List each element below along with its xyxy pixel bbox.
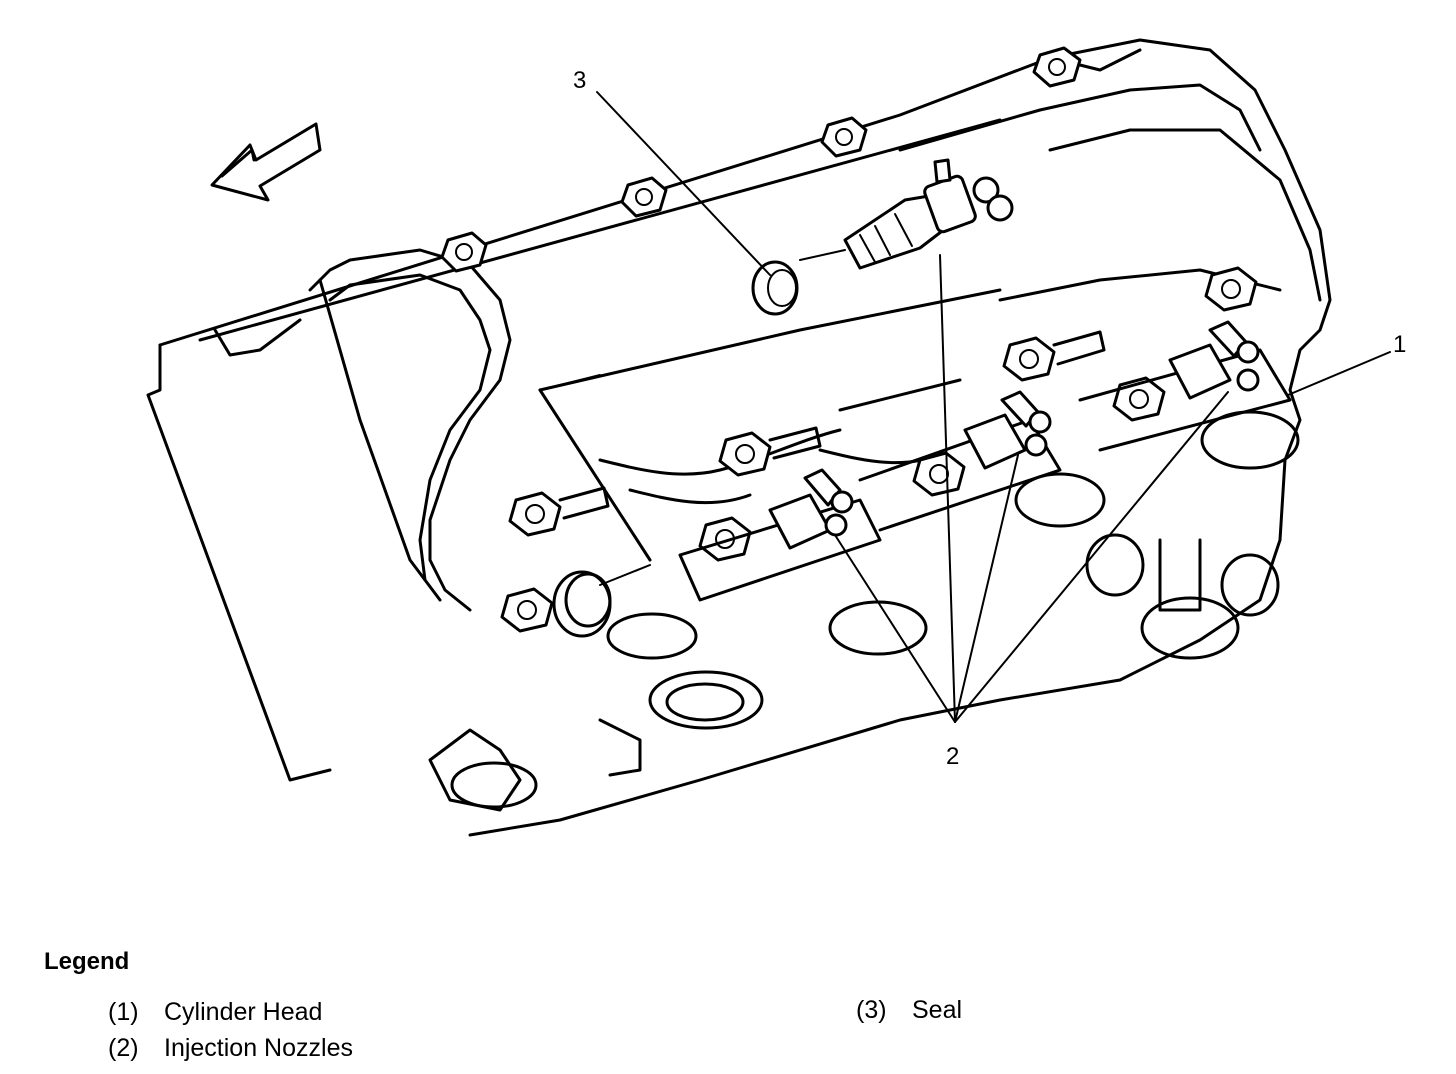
callout-2: 2 (946, 743, 959, 770)
direction-arrow-icon (210, 122, 322, 202)
bolt (1204, 266, 1258, 312)
injection-nozzle (963, 390, 1052, 470)
bolt (440, 231, 488, 273)
bolt (1032, 46, 1082, 88)
port-flanges (428, 348, 1300, 812)
injection-nozzle-exploded (843, 158, 1014, 270)
injection-nozzles-installed (768, 320, 1260, 550)
legend-item-label: Seal (912, 996, 963, 1024)
bolt (500, 587, 554, 633)
injection-nozzle (768, 468, 854, 550)
legend-item-label: Injection Nozzles (164, 1034, 353, 1062)
legend-title: Legend (44, 948, 130, 975)
bolt (620, 176, 668, 218)
bolt (718, 431, 772, 477)
bolt (698, 516, 752, 562)
bolt (820, 116, 868, 158)
engine-cylinder-head-diagram: 1 2 3 (146, 38, 1406, 837)
bolt (1002, 336, 1056, 382)
legend-item-number: (3) (856, 996, 887, 1024)
leader-lines (539, 91, 1391, 723)
bolt (508, 491, 562, 537)
injection-nozzle (1168, 320, 1260, 400)
callout-3: 3 (573, 67, 586, 94)
head-bolts (440, 46, 1258, 633)
legend-item-number: (1) (108, 998, 139, 1026)
legend-item-number: (2) (108, 1034, 139, 1062)
callout-1: 1 (1393, 331, 1406, 358)
legend-item-label: Cylinder Head (164, 998, 323, 1026)
seal-installed (564, 572, 612, 628)
legend-item-seal: (3) Seal (856, 996, 962, 1025)
legend-item-cylinder-head: (1) Cylinder Head (108, 998, 322, 1027)
legend-item-injection-nozzles: (2) Injection Nozzles (108, 1034, 353, 1063)
seal-exploded (751, 260, 799, 316)
